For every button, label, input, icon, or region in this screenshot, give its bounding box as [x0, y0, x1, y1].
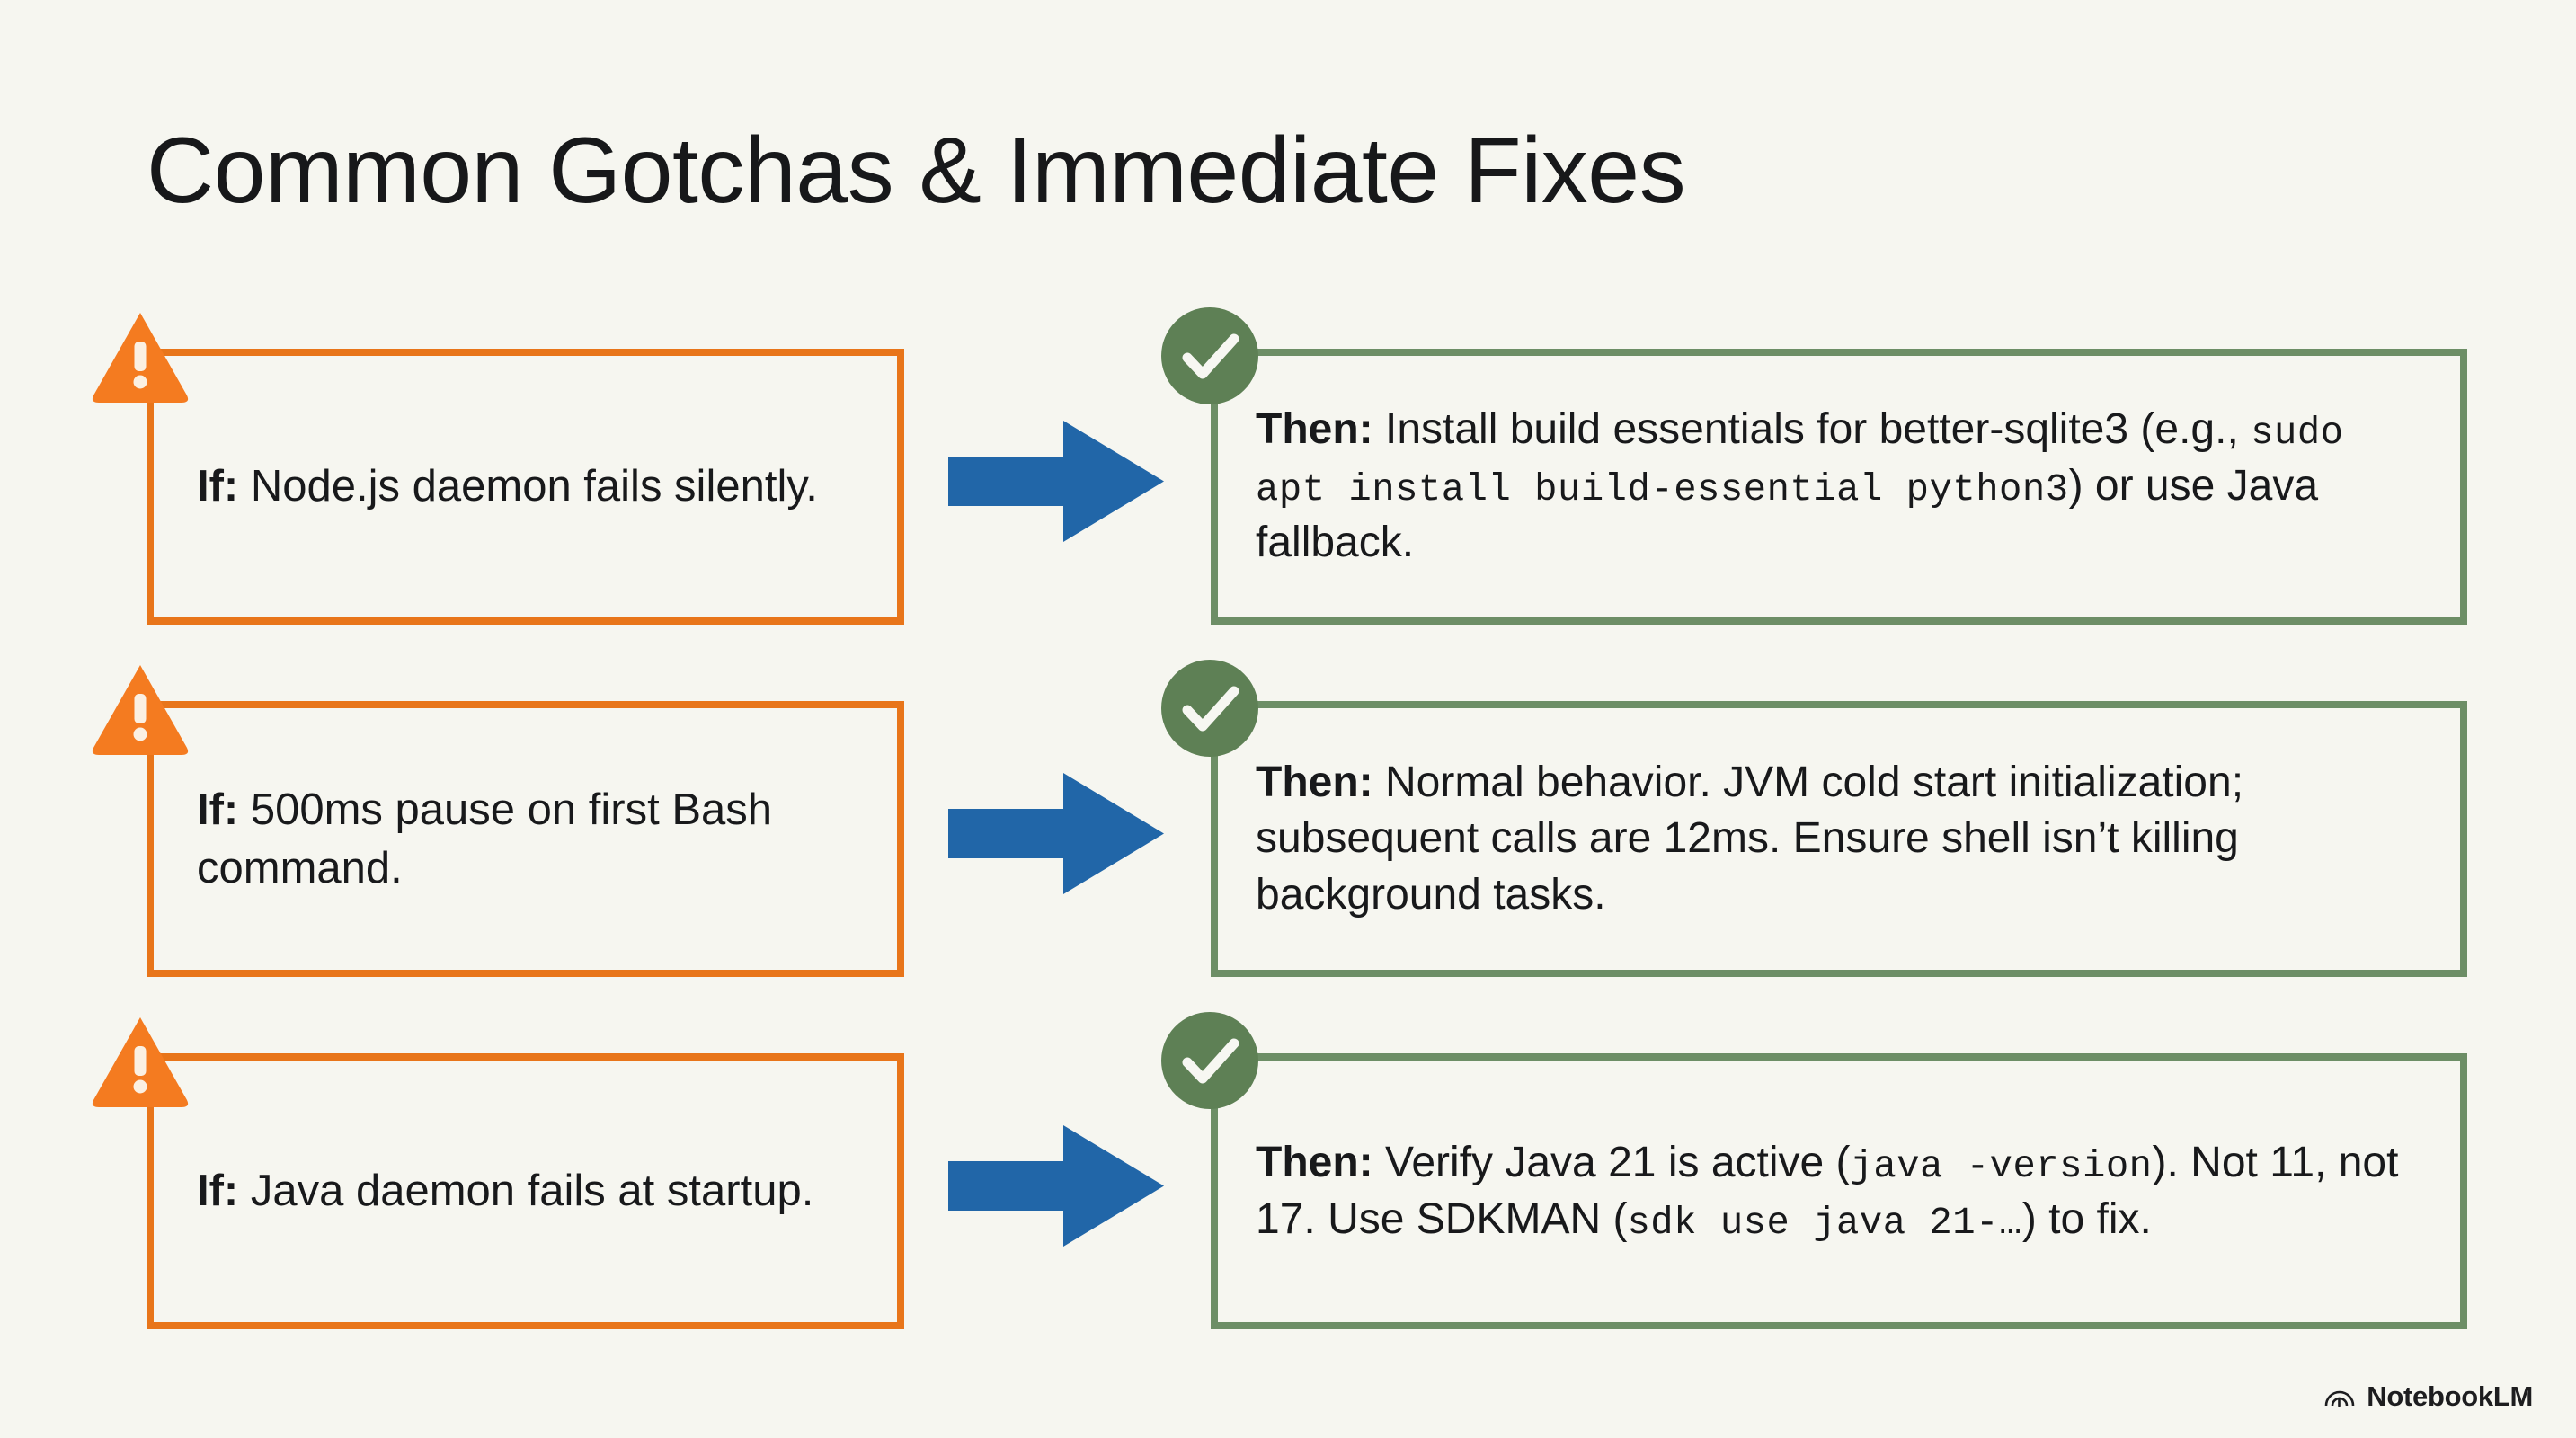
if-text: Java daemon fails at startup.	[238, 1167, 814, 1216]
watermark-label: NotebookLM	[2367, 1380, 2533, 1412]
check-circle-icon	[1161, 1012, 1258, 1109]
notebooklm-logo-icon	[2324, 1390, 2355, 1407]
if-card-text: If: Node.js daemon fails silently.	[154, 457, 897, 516]
then-text-part1: Install build essentials for better-sqli…	[1372, 405, 2252, 454]
gotcha-row: If: Node.js daemon fails silently. Then:…	[0, 306, 2576, 625]
then-code-2: sdk use java 21-…	[1627, 1201, 2022, 1245]
notebooklm-watermark: NotebookLM	[2324, 1380, 2533, 1413]
right-arrow-icon	[948, 421, 1164, 542]
then-card: Then: Install build essentials for bette…	[1211, 349, 2467, 625]
if-label: If:	[197, 1167, 239, 1216]
then-code-1: sudo apt install build-essential python3	[1256, 412, 2344, 512]
then-card: Then: Normal behavior. JVM cold start in…	[1211, 701, 2467, 977]
then-card-text: Then: Install build essentials for bette…	[1218, 402, 2460, 571]
then-label: Then:	[1256, 405, 1373, 454]
then-text-part2: ). Not 11, not 17. Use SDKMAN (	[1256, 1138, 2399, 1243]
gotcha-row: If: 500ms pause on first Bash command. T…	[0, 658, 2576, 977]
gotcha-rows: If: Node.js daemon fails silently. Then:…	[0, 306, 2576, 1363]
gotcha-row: If: Java daemon fails at startup. Then: …	[0, 1010, 2576, 1329]
then-card: Then: Verify Java 21 is active (java -ve…	[1211, 1053, 2467, 1329]
warning-triangle-icon	[92, 313, 189, 403]
if-card: If: Java daemon fails at startup.	[147, 1053, 904, 1329]
if-label: If:	[197, 785, 239, 834]
then-label: Then:	[1256, 1138, 1373, 1186]
if-text: Node.js daemon fails silently.	[238, 462, 818, 511]
warning-triangle-icon	[92, 1017, 189, 1107]
if-card-text: If: 500ms pause on first Bash command.	[154, 781, 897, 897]
check-circle-icon	[1161, 660, 1258, 757]
warning-triangle-icon	[92, 665, 189, 755]
then-text-part3: ) to fix.	[2021, 1194, 2152, 1243]
right-arrow-icon	[948, 773, 1164, 894]
page-title: Common Gotchas & Immediate Fixes	[147, 119, 1686, 223]
then-card-text: Then: Normal behavior. JVM cold start in…	[1218, 755, 2460, 923]
if-card: If: Node.js daemon fails silently.	[147, 349, 904, 625]
if-label: If:	[197, 462, 239, 511]
then-card-text: Then: Verify Java 21 is active (java -ve…	[1218, 1135, 2460, 1248]
if-card: If: 500ms pause on first Bash command.	[147, 701, 904, 977]
if-text: 500ms pause on first Bash command.	[197, 785, 773, 892]
then-text-part1: Verify Java 21 is active (	[1372, 1138, 1851, 1186]
then-text-part2: ) or use Java fallback.	[1256, 462, 2319, 567]
then-label: Then:	[1256, 758, 1373, 806]
right-arrow-icon	[948, 1125, 1164, 1247]
check-circle-icon	[1161, 307, 1258, 404]
then-code-1: java -version	[1850, 1144, 2153, 1188]
if-card-text: If: Java daemon fails at startup.	[154, 1162, 897, 1221]
then-text-part1: Normal behavior. JVM cold start initiali…	[1256, 758, 2244, 919]
